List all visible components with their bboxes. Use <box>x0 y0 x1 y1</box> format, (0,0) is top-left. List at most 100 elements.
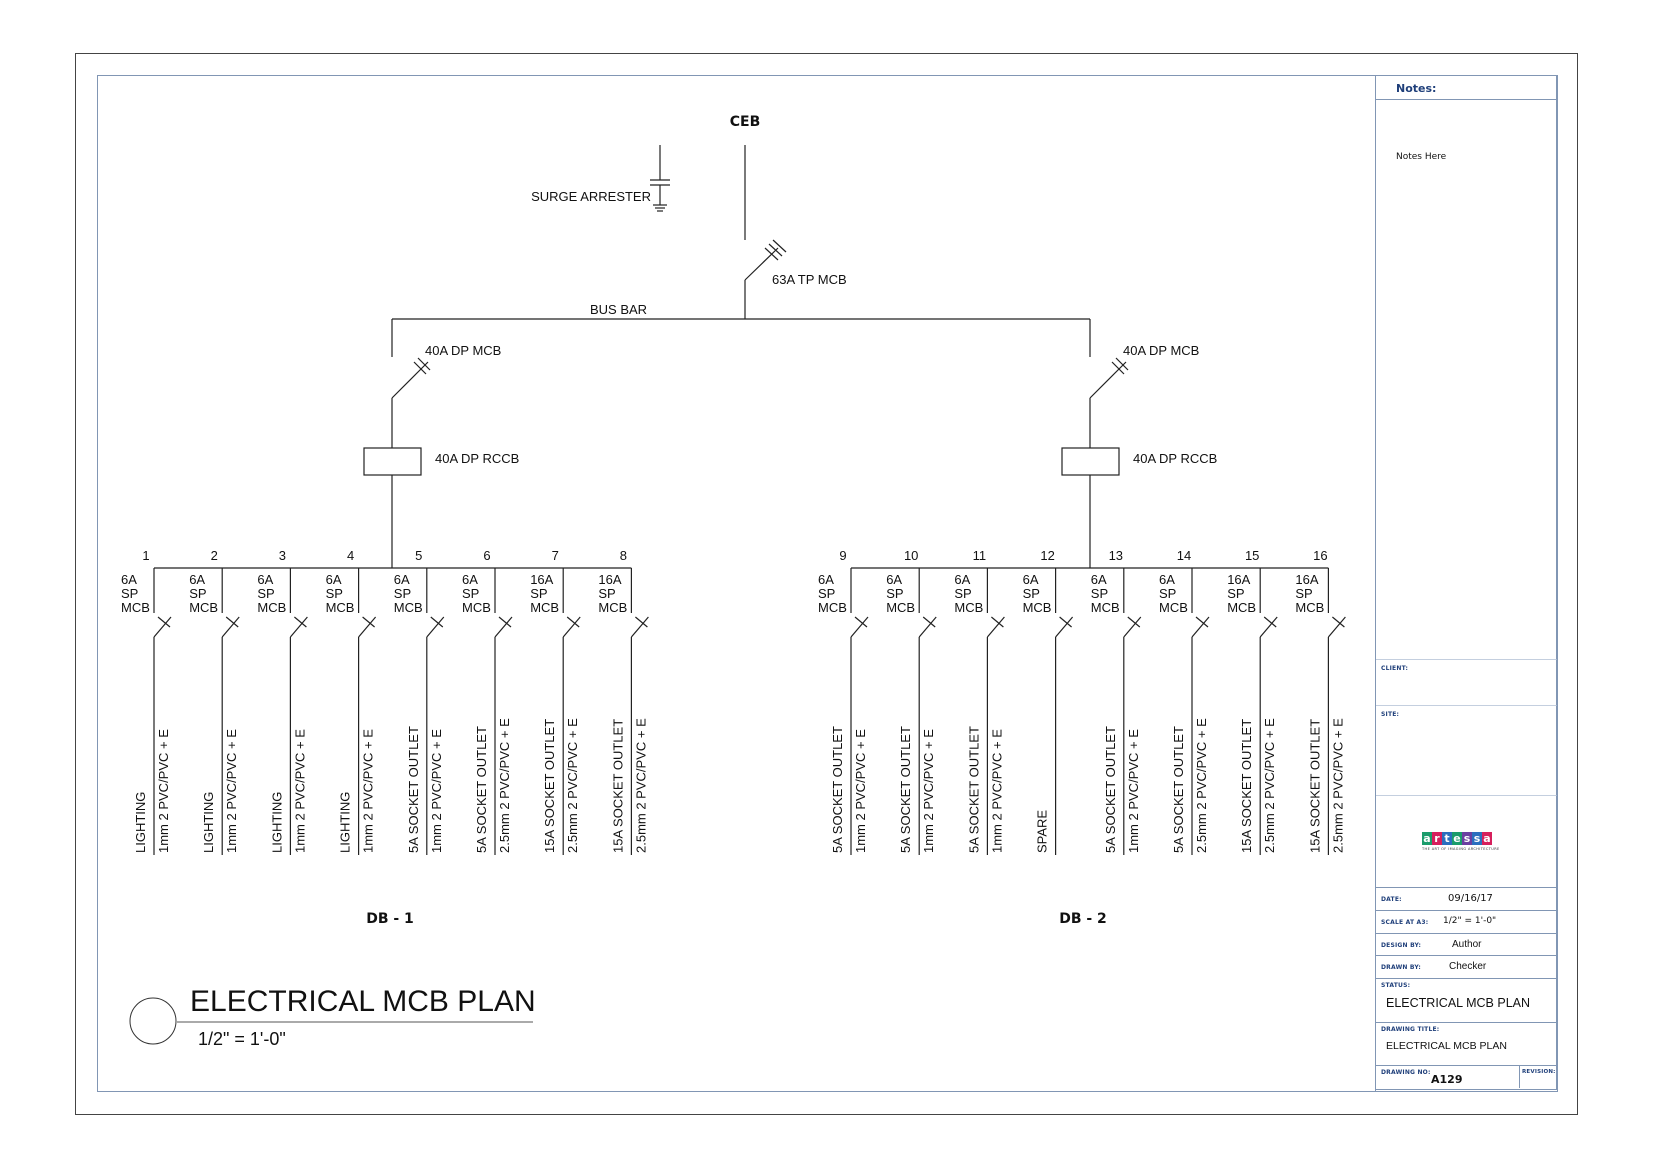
load-label: 15A SOCKET OUTLET <box>610 719 625 853</box>
sp-mcb-icon-tick <box>1195 616 1209 628</box>
sheet-outer-border <box>75 53 1578 1115</box>
sp-mcb-icon-tick <box>498 616 512 628</box>
breaker-label: 16A <box>1227 572 1250 587</box>
breaker-label: MCB <box>189 600 218 615</box>
breaker-label: SP <box>257 586 274 601</box>
cable-label: 2.5mm 2 PVC/PVC + E <box>565 718 580 853</box>
drawn-label: DRAWN BY: <box>1381 964 1421 971</box>
sp-mcb-icon <box>1327 616 1346 638</box>
circuit-number: 1 <box>142 548 149 563</box>
circuit-number: 13 <box>1109 548 1123 563</box>
drawing-title-value: ELECTRICAL MCB PLAN <box>1386 1040 1507 1052</box>
logo-tagline: THE ART OF IMAGING ARCHITECTURE <box>1422 847 1500 851</box>
breaker-label: SP <box>1295 586 1312 601</box>
breaker-label: SP <box>1227 586 1244 601</box>
load-label: LIGHTING <box>201 792 216 853</box>
cable-label: 1mm 2 PVC/PVC + E <box>361 729 376 853</box>
feeder-mcb-label: 40A DP MCB <box>425 343 501 358</box>
breaker-label: 6A <box>394 572 410 587</box>
circuit-number: 12 <box>1040 548 1054 563</box>
load-label: LIGHTING <box>269 792 284 853</box>
design-label: DESIGN BY: <box>1381 942 1422 949</box>
load-label: 5A SOCKET OUTLET <box>406 726 421 853</box>
load-label: LIGHTING <box>133 792 148 853</box>
breaker-label: 6A <box>326 572 342 587</box>
rccb-label: 40A DP RCCB <box>1133 451 1217 466</box>
feeder-mcb-icon <box>391 357 431 399</box>
sp-mcb-icon <box>1191 616 1210 638</box>
breaker-label: MCB <box>1023 600 1052 615</box>
sp-mcb-icon-tick <box>1059 616 1072 628</box>
breaker-label: SP <box>1023 586 1040 601</box>
logo-letter: a <box>1482 832 1492 845</box>
breaker-label: MCB <box>1159 600 1188 615</box>
sp-mcb-icon-tick <box>991 616 1004 628</box>
breaker-label: SP <box>1159 586 1176 601</box>
cable-label: 1mm 2 PVC/PVC + E <box>156 729 171 853</box>
rccb-icon <box>363 447 422 476</box>
bus-bar-label: BUS BAR <box>590 302 647 317</box>
sp-mcb-icon <box>1123 616 1142 638</box>
breaker-label: SP <box>598 586 615 601</box>
scale-label: SCALE AT A3: <box>1381 919 1429 926</box>
breaker-label: MCB <box>1091 600 1120 615</box>
circuit-number: 3 <box>279 548 286 563</box>
drawn-field: DRAWN BY: Checker <box>1376 955 1557 978</box>
breaker-label: 16A <box>530 572 553 587</box>
cable-label: 2.5mm 2 PVC/PVC + E <box>1330 718 1345 853</box>
cable-label: 2.5mm 2 PVC/PVC + E <box>497 718 512 853</box>
design-value: Author <box>1452 939 1482 950</box>
sp-mcb-icon <box>562 616 581 638</box>
cable-label: 2.5mm 2 PVC/PVC + E <box>1262 718 1277 853</box>
sp-mcb-icon <box>850 616 869 638</box>
site-label: SITE: <box>1381 711 1400 718</box>
load-label: SPARE <box>1035 810 1050 853</box>
status-label: STATUS: <box>1381 982 1411 989</box>
cable-label: 1mm 2 PVC/PVC + E <box>921 729 936 853</box>
load-label: 15A SOCKET OUTLET <box>1307 719 1322 853</box>
sp-mcb-icon <box>918 616 937 638</box>
sp-mcb-icon <box>221 616 240 638</box>
breaker-label: 6A <box>121 572 137 587</box>
feeder-mcb-label: 40A DP MCB <box>1123 343 1199 358</box>
drawing-title-field: DRAWING TITLE: ELECTRICAL MCB PLAN <box>1376 1022 1557 1065</box>
load-label: 15A SOCKET OUTLET <box>1239 719 1254 853</box>
scale-value: 1/2" = 1'-0" <box>1443 916 1497 926</box>
drawn-value: Checker <box>1449 961 1487 972</box>
load-label: 15A SOCKET OUTLET <box>542 719 557 853</box>
circuit-number: 14 <box>1177 548 1191 563</box>
breaker-label: MCB <box>394 600 423 615</box>
view-title: ELECTRICAL MCB PLAN 1/2" = 1'-0" <box>129 985 536 1049</box>
sp-mcb-icon <box>494 616 513 638</box>
cable-label: 2.5mm 2 PVC/PVC + E <box>1194 718 1209 853</box>
breaker-label: SP <box>189 586 206 601</box>
sp-mcb-icon <box>289 616 308 638</box>
breaker-label: 6A <box>1091 572 1107 587</box>
revision-field: REVISION: <box>1519 1066 1558 1088</box>
sp-mcb-icon <box>1055 616 1074 638</box>
breaker-label: MCB <box>1227 600 1256 615</box>
scale-field: SCALE AT A3: 1/2" = 1'-0" <box>1376 910 1557 933</box>
view-reference-circle <box>129 997 177 1045</box>
design-field: DESIGN BY: Author <box>1376 933 1557 955</box>
circuit-number: 7 <box>552 548 559 563</box>
mcb-tick <box>417 357 431 371</box>
sp-mcb-icon-tick <box>430 616 444 628</box>
view-title-text: ELECTRICAL MCB PLAN <box>190 985 536 1018</box>
cable-label: 1mm 2 PVC/PVC + E <box>292 729 307 853</box>
sp-mcb-icon-tick <box>294 616 307 628</box>
breaker-label: 6A <box>257 572 273 587</box>
drawing-no-field: DRAWING NO: A129 REVISION: <box>1376 1065 1557 1090</box>
client-field: CLIENT: <box>1376 659 1557 705</box>
notes-heading: Notes: <box>1396 82 1437 95</box>
breaker-label: MCB <box>886 600 915 615</box>
date-field: DATE: 09/16/17 <box>1376 887 1557 910</box>
logo-letter: t <box>1442 832 1452 845</box>
circuit-number: 2 <box>211 548 218 563</box>
